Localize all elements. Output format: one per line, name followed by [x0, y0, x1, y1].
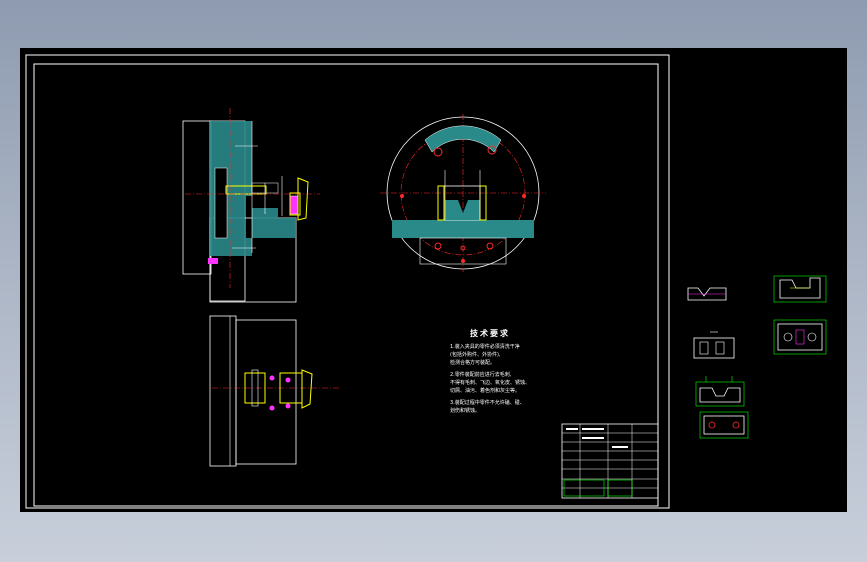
tech-requirement-line: 不得有毛刺、飞边、氧化皮、锈蚀、 [450, 380, 531, 386]
tech-requirement-line: 划伤和锈蚀。 [450, 408, 481, 414]
tech-requirement-line: 1.装入夹具的零件必须清洗干净 [450, 344, 520, 350]
part-detail-6[interactable] [699, 411, 749, 439]
tech-requirement-line: (包括外购件、外协件), [450, 352, 501, 358]
part-detail-1[interactable] [687, 287, 727, 301]
part-detail-4[interactable] [773, 319, 827, 355]
tech-requirement-line: 2.零件装配前应进行去毛刺, [450, 372, 512, 378]
cad-drawing-canvas[interactable]: 技术要求 1.装入夹具的零件必须清洗干净 (包括外购件、外协件), 检测合格方可… [20, 48, 847, 512]
top-view[interactable] [209, 315, 340, 467]
inner-frame [33, 63, 659, 507]
tech-requirement-line: 切屑、油污、着色剂和灰尘等。 [450, 388, 521, 394]
part-detail-3[interactable] [693, 331, 735, 359]
circular-side-view[interactable] [380, 114, 546, 272]
tech-requirements-title: 技术要求 [470, 329, 510, 338]
front-section-view[interactable] [182, 108, 320, 303]
part-detail-5[interactable] [695, 376, 745, 407]
outer-frame [25, 54, 670, 509]
tech-requirement-line: 检测合格方可装配。 [450, 360, 496, 366]
title-block[interactable] [561, 423, 659, 499]
part-detail-2[interactable] [773, 275, 827, 303]
tech-requirement-line: 3.装配过程中零件不允许磕、碰、 [450, 400, 525, 406]
drawing-sheet [25, 54, 827, 509]
